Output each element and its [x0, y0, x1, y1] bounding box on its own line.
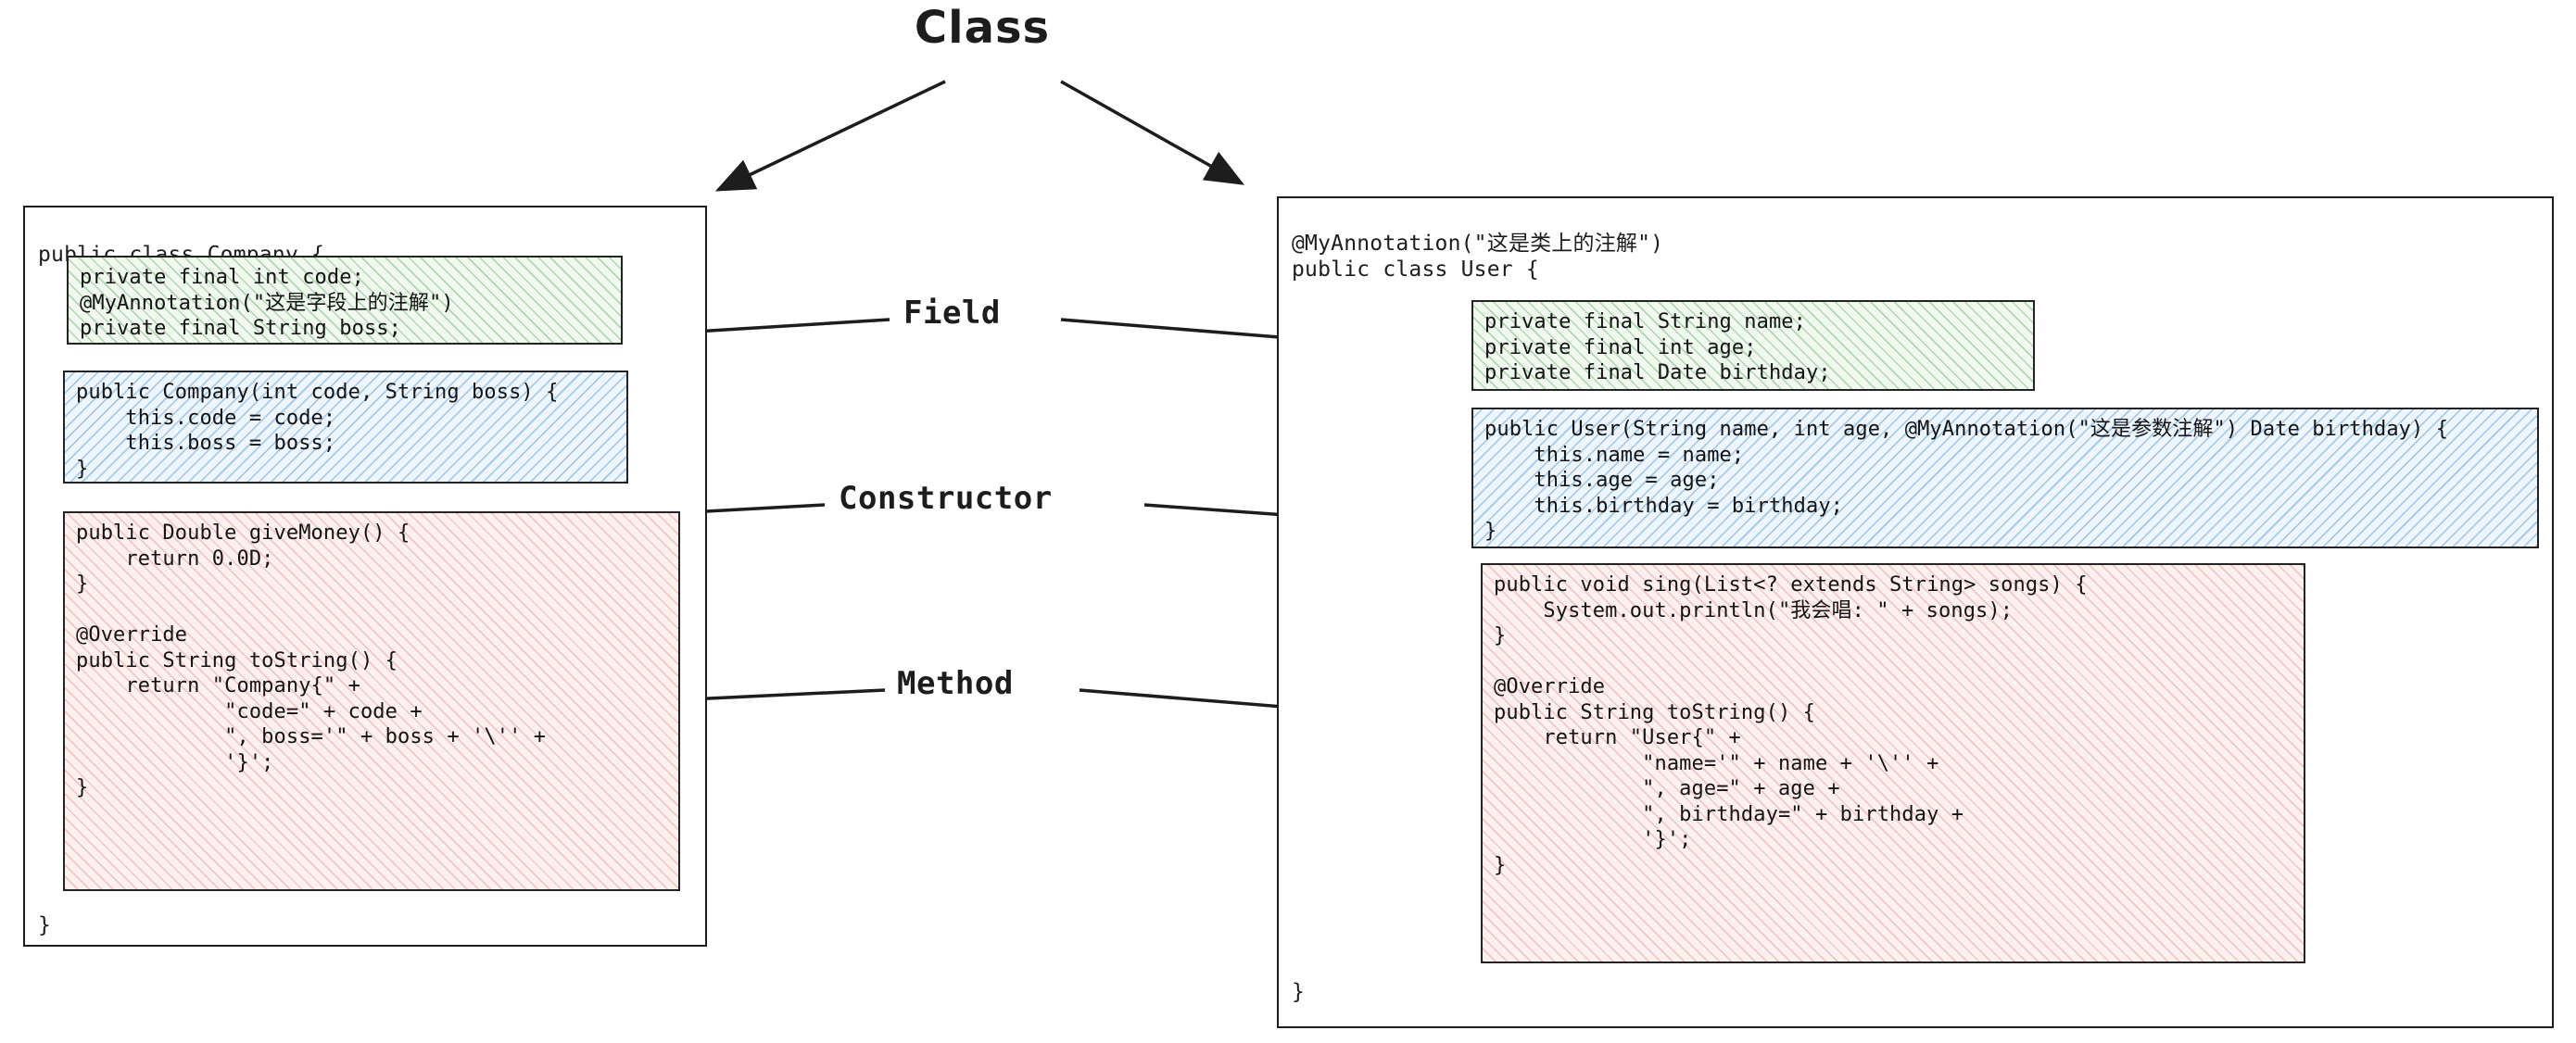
label-field: Field: [903, 295, 1001, 332]
company-method-code: public Double giveMoney() { return 0.0D;…: [76, 522, 547, 799]
arrow-class-to-company: [714, 80, 946, 192]
company-constructor-box: public Company(int code, String boss) { …: [63, 371, 628, 484]
label-constructor: Constructor: [839, 480, 1053, 517]
label-method: Method: [897, 665, 1014, 702]
user-class-header: @MyAnnotation("这是类上的注解") public class Us…: [1292, 232, 1664, 282]
user-class-footer: }: [1292, 980, 1305, 1004]
company-method-box: public Double giveMoney() { return 0.0D;…: [63, 511, 680, 891]
user-field-box: private final String name; private final…: [1471, 300, 2035, 391]
company-constructor-code: public Company(int code, String boss) { …: [76, 381, 559, 481]
page-title: Class: [914, 2, 1051, 54]
arrow-class-to-user: [1060, 80, 1245, 185]
user-constructor-code: public User(String name, int age, @MyAnn…: [1484, 418, 2449, 543]
user-field-code: private final String name; private final…: [1484, 310, 1831, 384]
user-constructor-box: public User(String name, int age, @MyAnn…: [1471, 408, 2539, 548]
company-field-box: private final int code; @MyAnnotation("这…: [67, 256, 623, 345]
user-method-box: public void sing(List<? extends String> …: [1481, 563, 2305, 963]
user-method-code: public void sing(List<? extends String> …: [1494, 573, 2088, 877]
company-field-code: private final int code; @MyAnnotation("这…: [80, 266, 454, 340]
company-class-footer: }: [38, 913, 51, 937]
